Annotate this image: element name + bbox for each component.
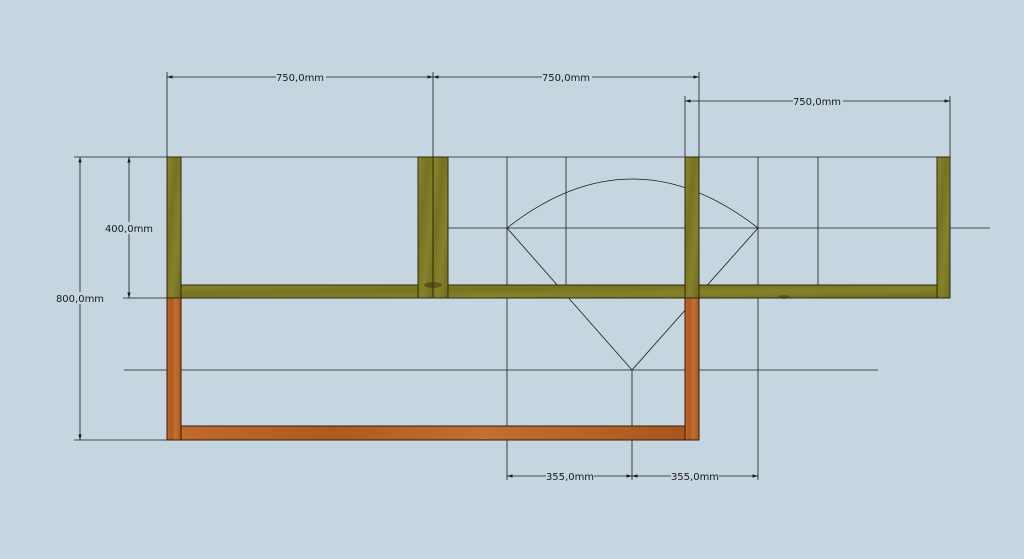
upper-frame-post-4 [684, 156, 700, 299]
lower-frame-left-post [166, 297, 182, 441]
dim-label-height-upper: 400,0mm [105, 224, 153, 235]
lower-frame-right-post [684, 297, 700, 441]
wood-knot [778, 295, 790, 299]
dim-label-top-middle: 750,0mm [542, 73, 590, 84]
wood-knot [424, 282, 442, 288]
arc-sector [506, 178, 759, 371]
dim-label-top-right: 750,0mm [793, 97, 841, 108]
dimension-labels: 750,0mm 750,0mm 750,0mm 400,0mm 800,0mm … [56, 71, 843, 483]
dim-label-top-left: 750,0mm [276, 73, 324, 84]
extension-lines [74, 72, 951, 441]
dim-label-bottom-left: 355,0mm [546, 472, 594, 483]
dimension-lines [78, 75, 950, 478]
upper-frame-post-2 [417, 156, 434, 299]
lower-frame [166, 297, 700, 441]
construction-lines [124, 156, 990, 480]
lower-frame-bottom-rail [180, 425, 686, 441]
upper-frame-post-5 [936, 156, 951, 299]
upper-frame-post-3 [432, 156, 449, 299]
dim-label-height-total: 800,0mm [56, 294, 104, 305]
upper-frame [166, 156, 951, 299]
dim-label-bottom-right: 355,0mm [671, 472, 719, 483]
upper-frame-post-1 [166, 156, 182, 299]
upper-frame-bottom-rail [166, 284, 951, 299]
